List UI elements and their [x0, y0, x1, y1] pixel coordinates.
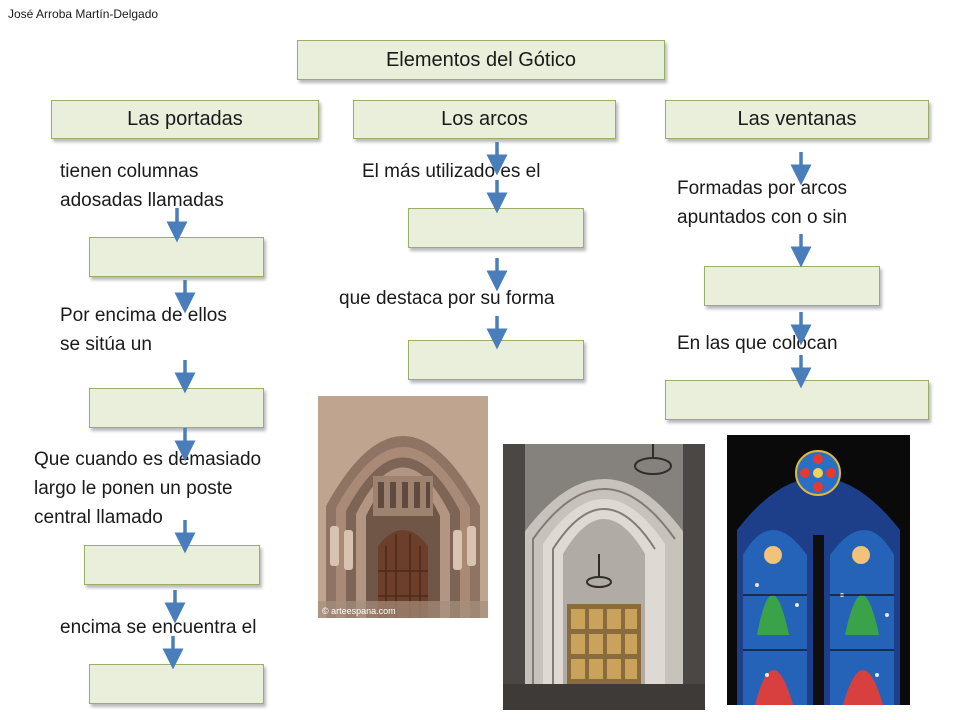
answer-box-arcos-1[interactable]: [408, 208, 584, 248]
heading-arcos-label: Los arcos: [441, 108, 528, 130]
portal-photo: © arteespana.com: [318, 396, 488, 618]
portadas-text-3b: largo le ponen un poste: [34, 478, 233, 499]
cathedral-interior-photo: [503, 444, 705, 710]
title-box: Elementos del Gótico: [297, 40, 665, 80]
answer-box-ventanas-1[interactable]: [704, 266, 880, 306]
author-credit: José Arroba Martín-Delgado: [8, 7, 159, 21]
portadas-text-4: encima se encuentra el: [60, 617, 257, 638]
portadas-text-1b: adosadas llamadas: [60, 190, 224, 211]
answer-box-portadas-2[interactable]: [89, 388, 264, 428]
title-label: Elementos del Gótico: [385, 48, 577, 71]
portadas-text-1: tienen columnas adosadas llamadas: [60, 157, 224, 215]
photo-watermark: © arteespana.com: [322, 606, 396, 616]
answer-box-portadas-4[interactable]: [89, 664, 264, 704]
ventanas-text-1b: apuntados con o sin: [677, 207, 848, 228]
heading-portadas-label: Las portadas: [127, 108, 243, 130]
heading-portadas: Las portadas: [51, 100, 319, 139]
portadas-text-1a: tienen columnas: [60, 161, 199, 182]
portadas-text-3c: central llamado: [34, 507, 163, 528]
heading-ventanas: Las ventanas: [665, 100, 929, 139]
heading-ventanas-label: Las ventanas: [737, 108, 857, 130]
arcos-text-2: que destaca por su forma: [339, 288, 555, 309]
portadas-text-3: Que cuando es demasiado largo le ponen u…: [34, 445, 261, 532]
heading-arcos: Los arcos: [353, 100, 616, 139]
stained-glass-photo: [727, 435, 910, 705]
answer-box-portadas-3[interactable]: [84, 545, 260, 585]
portadas-text-3a: Que cuando es demasiado: [34, 449, 262, 470]
portadas-text-2b: se sitúa un: [60, 334, 152, 355]
